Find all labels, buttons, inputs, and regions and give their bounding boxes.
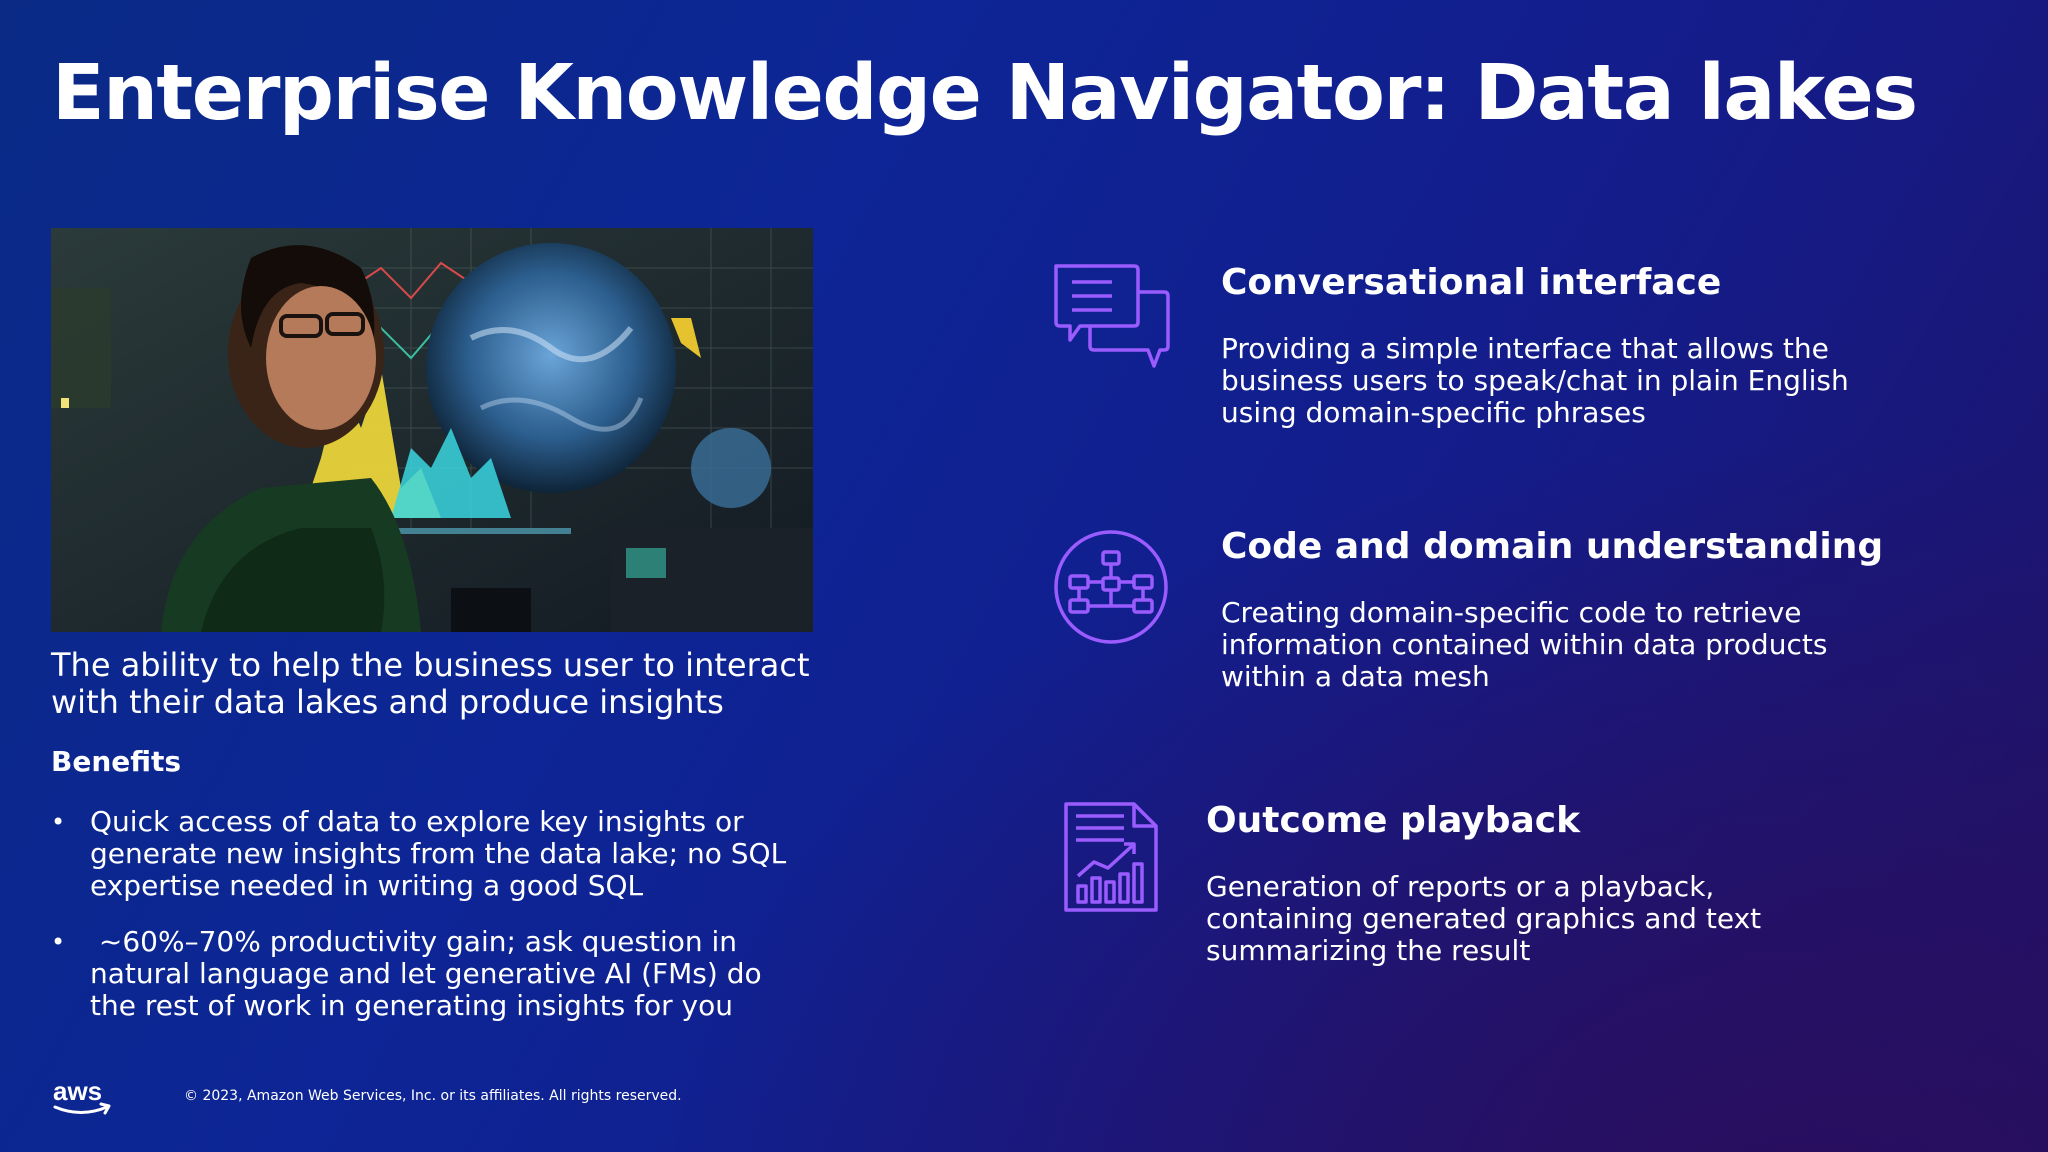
hero-photo (51, 228, 813, 632)
benefit-text: Quick access of data to explore key insi… (90, 805, 787, 902)
slide-title: Enterprise Knowledge Navigator: Data lak… (52, 49, 1918, 138)
benefit-item: • ~60%–70% productivity gain; ask questi… (51, 926, 811, 1022)
feature-title: Code and domain understanding (1221, 526, 1884, 567)
benefits-list: • Quick access of data to explore key in… (51, 806, 811, 1046)
hero-photo-illustration (51, 228, 813, 632)
copyright-text: © 2023, Amazon Web Services, Inc. or its… (184, 1088, 682, 1104)
chat-bubbles-icon (1054, 264, 1170, 368)
feature-description: Providing a simple interface that allows… (1221, 332, 1849, 429)
intro-text: The ability to help the business user to… (51, 646, 810, 721)
aws-logo: aws (53, 1078, 111, 1115)
benefit-text: ~60%–70% productivity gain; ask question… (90, 925, 771, 1022)
feature-description: Creating domain-specific code to retriev… (1221, 596, 1828, 693)
flow-diagram-icon (1054, 530, 1168, 644)
benefits-heading: Benefits (51, 745, 182, 778)
bullet-icon: • (51, 928, 66, 956)
feature-title: Conversational interface (1221, 262, 1722, 303)
feature-title: Outcome playback (1206, 800, 1581, 841)
benefit-item: • Quick access of data to explore key in… (51, 806, 811, 902)
bullet-icon: • (51, 808, 66, 836)
report-chart-icon (1064, 802, 1158, 912)
feature-description: Generation of reports or a playback, con… (1206, 870, 1762, 967)
aws-logo-text: aws (53, 1078, 102, 1106)
